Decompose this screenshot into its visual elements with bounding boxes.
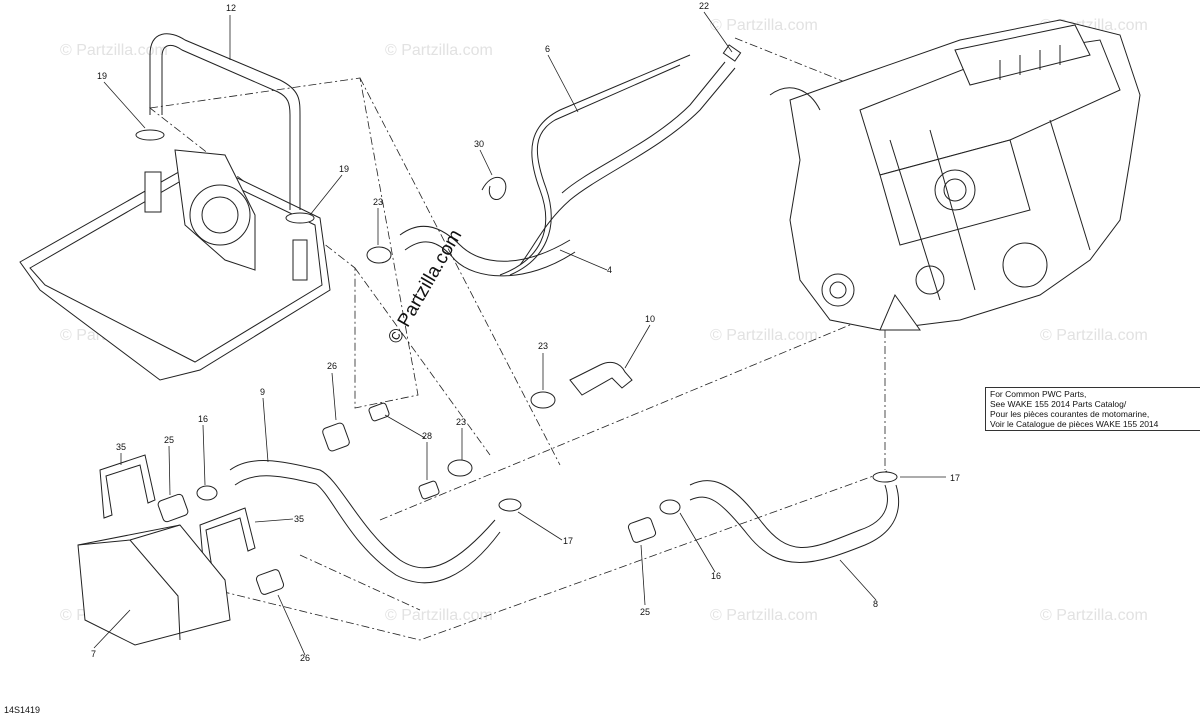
callout-35: 35 (294, 514, 304, 524)
hose-12 (149, 33, 301, 210)
fitting-26a (322, 422, 350, 452)
callout-35: 35 (116, 442, 126, 452)
callout-25: 25 (164, 435, 174, 445)
callout-26: 26 (327, 361, 337, 371)
watermark: © Partzilla.com (710, 327, 818, 344)
watermark: © Partzilla.com (385, 607, 493, 624)
watermark: © Partzilla.com (710, 607, 818, 624)
clip-30 (481, 177, 507, 201)
callouts: 12 19 19 22 6 30 23 4 10 23 26 9 35 25 1… (91, 1, 960, 663)
fitting-28b (418, 480, 440, 500)
engine-assembly (769, 19, 1141, 331)
hose-4 (399, 225, 576, 277)
callout-7: 7 (91, 649, 96, 659)
callout-16: 16 (711, 571, 721, 581)
clamp-16b (659, 499, 681, 515)
watermark: © Partzilla.com (1040, 607, 1148, 624)
callout-26: 26 (300, 653, 310, 663)
callout-19: 19 (339, 164, 349, 174)
clamp-17b (872, 471, 898, 483)
hose-9 (229, 460, 501, 584)
diagram-reference-code: 14S1419 (4, 705, 41, 715)
fitting-25a (157, 493, 189, 523)
leader-lines (93, 11, 946, 656)
callout-23: 23 (373, 197, 383, 207)
callout-23: 23 (538, 341, 548, 351)
clamp-23c (447, 459, 473, 477)
clamp-23a (366, 246, 392, 264)
callout-23: 23 (456, 417, 466, 427)
callout-25: 25 (640, 607, 650, 617)
callout-9: 9 (260, 387, 265, 397)
note-line: Pour les pièces courantes de motomarine, (990, 409, 1150, 419)
clamp-19a (135, 129, 165, 141)
watermark: © Partzilla.com (1040, 327, 1148, 344)
clamp-17a (498, 498, 522, 512)
callout-12: 12 (226, 3, 236, 13)
callout-19: 19 (97, 71, 107, 81)
callout-16: 16 (198, 414, 208, 424)
callout-17: 17 (563, 536, 573, 546)
callout-28: 28 (422, 431, 432, 441)
bracket-35a (99, 454, 156, 519)
callout-30: 30 (474, 139, 484, 149)
fitting-26b (255, 569, 285, 595)
hose-10 (569, 361, 633, 396)
callout-17: 17 (950, 473, 960, 483)
hose-8 (689, 480, 900, 563)
clamp-23b (530, 391, 556, 409)
clamp-16a (196, 485, 218, 501)
watermark: © Partzilla.com (385, 42, 493, 59)
callout-8: 8 (873, 599, 878, 609)
fitting-25b (627, 517, 657, 543)
watermark: © Partzilla.com (60, 42, 168, 59)
clamp-22 (722, 44, 742, 62)
note-line: See WAKE 155 2014 Parts Catalog/ (990, 399, 1127, 409)
center-watermark: © Partzilla.com (384, 226, 466, 347)
hose-6 (499, 54, 736, 276)
intake-plate-assembly (19, 149, 331, 381)
callout-4: 4 (607, 265, 612, 275)
callout-10: 10 (645, 314, 655, 324)
cooler-7 (77, 524, 231, 646)
assembly-lines (149, 37, 941, 641)
note-line: For Common PWC Parts, (990, 389, 1087, 399)
common-parts-note: For Common PWC Parts, See WAKE 155 2014 … (985, 387, 1200, 431)
callout-6: 6 (545, 44, 550, 54)
fitting-28a (368, 402, 390, 422)
clamp-19b (285, 212, 315, 224)
note-line: Voir le Catalogue de pièces WAKE 155 201… (990, 419, 1159, 429)
watermark: © Partzilla.com (710, 17, 818, 34)
callout-22: 22 (699, 1, 709, 11)
